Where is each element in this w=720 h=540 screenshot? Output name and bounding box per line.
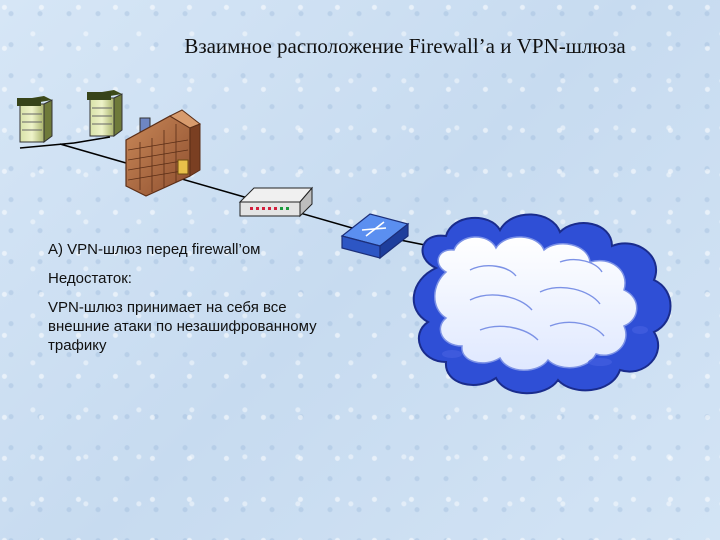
firewall-icon [126, 110, 200, 196]
drawback-label: Недостаток: [48, 269, 338, 288]
internet-cloud-icon [414, 214, 671, 393]
server-2-icon [87, 90, 122, 136]
slide-title: Взаимное расположение Firewall’a и VPN-ш… [0, 34, 720, 59]
switch-icon [342, 214, 408, 258]
cable-server2 [74, 137, 110, 143]
drawback-text: VPN-шлюз принимает на себя все внешние а… [48, 298, 338, 355]
caption-block: А) VPN-шлюз перед firewall’ом Недостаток… [48, 240, 338, 355]
caption-heading: А) VPN-шлюз перед firewall’ом [48, 240, 338, 259]
cable-trunk [60, 144, 380, 236]
vpn-gateway-icon [240, 188, 312, 216]
server-1-icon [17, 96, 52, 142]
